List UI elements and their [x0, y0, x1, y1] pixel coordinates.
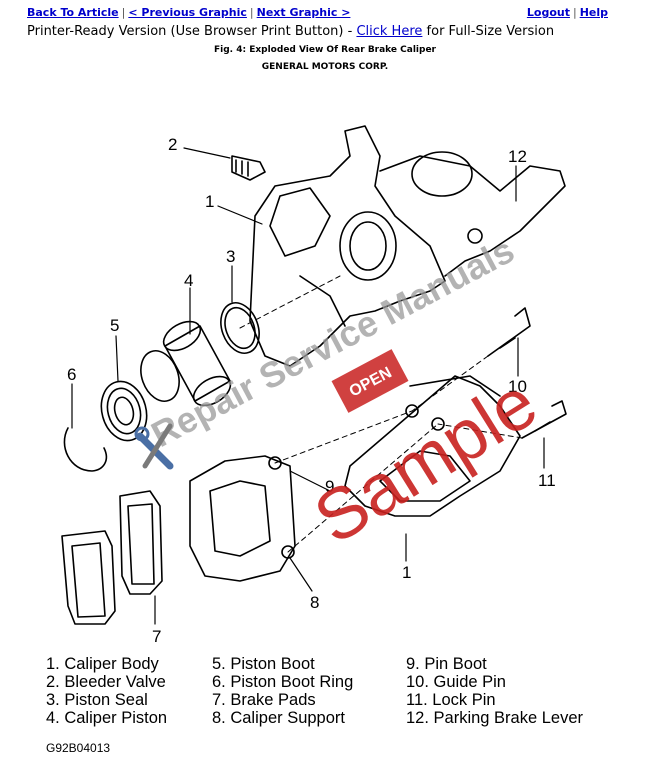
callout-5: 5 [110, 316, 119, 335]
exploded-view-diagram: 2 1 3 4 5 6 7 8 9 10 11 12 1 Repair Serv… [61, 125, 567, 646]
piston-boot-ring-part [63, 427, 108, 472]
next-graphic-link[interactable]: Next Graphic > [256, 6, 351, 19]
legend-item: 8. Caliper Support [212, 709, 345, 727]
nav-separator: | [572, 6, 577, 19]
legend-item: 2. Bleeder Valve [46, 673, 166, 691]
callout-2: 2 [168, 135, 177, 154]
callout-7: 7 [152, 627, 161, 646]
caliper-assembly-part [344, 375, 521, 517]
callout-9: 9 [325, 477, 334, 496]
callout-11: 11 [538, 471, 556, 490]
legend-column-3: 9. Pin Boot 10. Guide Pin 11. Lock Pin 1… [406, 655, 583, 727]
watermark: Repair Service Manuals OPEN Sample [134, 229, 551, 560]
nav-separator: | [121, 6, 126, 19]
printer-ready-line: Printer-Ready Version (Use Browser Print… [27, 24, 554, 39]
figure-corp: GENERAL MOTORS CORP. [261, 62, 389, 72]
back-to-article-link[interactable]: Back To Article [27, 6, 119, 19]
legend-item: 1. Caliper Body [46, 655, 159, 673]
legend-item: 4. Caliper Piston [46, 709, 168, 727]
legend-column-2: 5. Piston Boot 6. Piston Boot Ring 7. Br… [212, 655, 353, 727]
legend-item: 10. Guide Pin [406, 673, 506, 691]
callout-1-lower: 1 [402, 563, 411, 582]
bleeder-valve-part [231, 155, 266, 181]
callout-4: 4 [184, 271, 193, 290]
piston-seal-part [220, 302, 260, 354]
legend-item: 11. Lock Pin [406, 691, 496, 709]
wrench-screwdriver-icon [134, 423, 174, 470]
caliper-piston-part [140, 320, 232, 407]
legend-item: 5. Piston Boot [212, 655, 315, 673]
legend-item: 7. Brake Pads [212, 691, 316, 709]
caliper-body-part [249, 125, 566, 367]
printer-suffix: for Full-Size Version [422, 24, 555, 39]
leader-lines [71, 147, 545, 625]
guide-pin-part [487, 307, 531, 357]
legend-column-1: 1. Caliper Body 2. Bleeder Valve 3. Pist… [46, 655, 167, 727]
legend-item: 6. Piston Boot Ring [212, 673, 354, 691]
callout-1: 1 [205, 192, 214, 211]
callout-3: 3 [226, 247, 235, 266]
caliper-support-part [189, 455, 296, 582]
legend-item: 12. Parking Brake Lever [406, 709, 584, 727]
callout-12: 12 [508, 147, 527, 166]
previous-graphic-link[interactable]: < Previous Graphic [128, 6, 247, 19]
help-link[interactable]: Help [579, 6, 608, 19]
brake-pads-part [61, 490, 163, 625]
callout-8: 8 [310, 593, 319, 612]
legend-item: 3. Piston Seal [46, 691, 148, 709]
figure-title: Fig. 4: Exploded View Of Rear Brake Cali… [213, 45, 437, 55]
printer-prefix: Printer-Ready Version (Use Browser Print… [27, 24, 357, 39]
callout-6: 6 [67, 365, 76, 384]
logout-link[interactable]: Logout [526, 6, 570, 19]
alignment-lines [239, 275, 523, 553]
callout-10: 10 [508, 377, 527, 396]
piston-boot-part [100, 380, 148, 442]
nav-separator: | [249, 6, 254, 19]
figure-code: G92B04013 [46, 741, 111, 755]
top-navigation: Back To Article|< Previous Graphic|Next … [27, 6, 350, 19]
account-links: Logout|Help [527, 6, 608, 19]
legend-item: 9. Pin Boot [406, 655, 487, 673]
lock-pin-part [521, 400, 567, 439]
full-size-link[interactable]: Click Here [356, 24, 423, 39]
